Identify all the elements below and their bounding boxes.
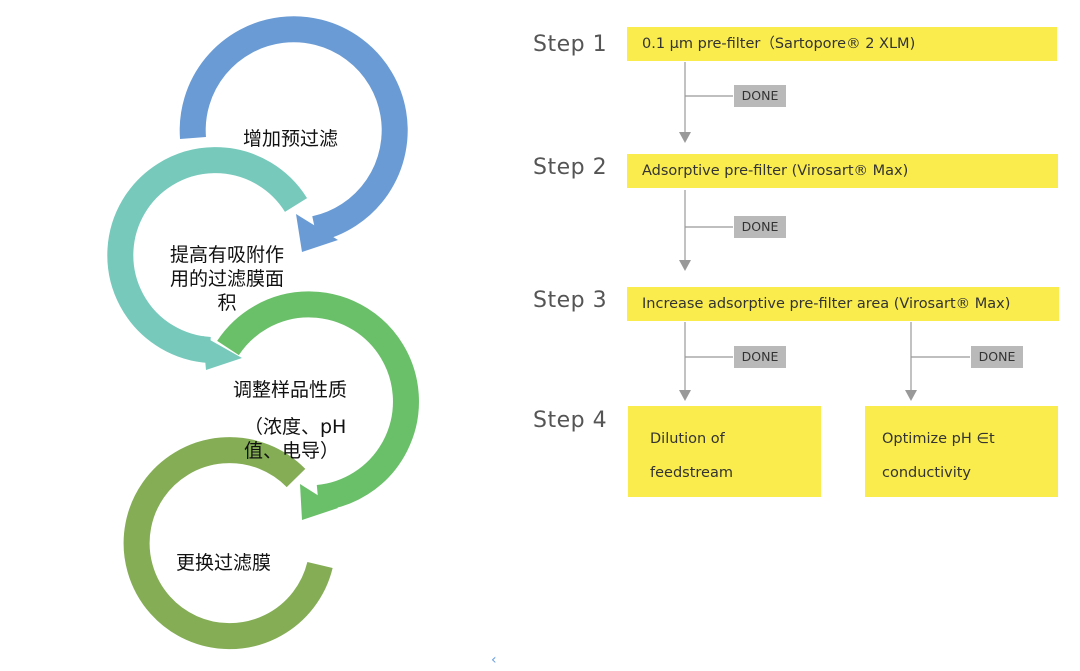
flow-arrow-4	[905, 390, 917, 401]
cycle-arc-2	[107, 147, 308, 370]
done-badge-4: DONE	[971, 346, 1023, 368]
done-badge-1: DONE	[734, 85, 786, 107]
option-optimize-line-1: Optimize pH ∈t	[882, 431, 995, 447]
step-1-label: Step 1	[533, 32, 608, 57]
cycle-arc-4	[123, 437, 333, 650]
step-4-label: Step 4	[533, 408, 608, 433]
step-2-box: Adsorptive pre-filter (Virosart® Max)	[627, 154, 1058, 188]
cycle-diagram	[107, 16, 419, 650]
done-badge-3: DONE	[734, 346, 786, 368]
cycle-step-3-line-2: 值、电导）	[244, 440, 340, 462]
flow-arrow-3	[679, 390, 691, 401]
cycle-arc-1	[179, 16, 408, 252]
step-4-option-dilution: Dilution of feedstream	[628, 406, 821, 497]
step-1-box: 0.1 µm pre-filter（Sartopore® 2 XLM)	[627, 27, 1057, 61]
cycle-step-2-label: 提高有吸附作 用的过滤膜面 积	[162, 243, 292, 315]
step-3-label: Step 3	[533, 288, 608, 313]
option-dilution-line-1: Dilution of	[650, 431, 725, 447]
cycle-step-2-line-3: 积	[217, 292, 237, 314]
step-4-option-optimize: Optimize pH ∈t conductivity	[865, 406, 1058, 497]
cycle-step-4-label: 更换过滤膜	[176, 552, 272, 574]
cycle-arc-3	[217, 291, 419, 520]
cycle-step-2-line-1: 提高有吸附作	[169, 244, 284, 266]
step-2-label: Step 2	[533, 155, 608, 180]
cycle-step-3-line-1: （浓度、pH	[244, 416, 347, 438]
flow-arrow-1	[679, 132, 691, 143]
step-3-box: Increase adsorptive pre-filter area (Vir…	[627, 287, 1059, 321]
option-dilution-line-2: feedstream	[650, 465, 733, 481]
cycle-step-1-label: 增加预过滤	[243, 128, 339, 150]
cycle-step-3-title: 调整样品性质	[233, 379, 348, 401]
flow-arrow-2	[679, 260, 691, 271]
chevron-left-icon[interactable]: ‹	[491, 652, 497, 668]
cycle-step-2-line-2: 用的过滤膜面	[169, 268, 284, 290]
option-optimize-line-2: conductivity	[882, 465, 971, 481]
done-badge-2: DONE	[734, 216, 786, 238]
